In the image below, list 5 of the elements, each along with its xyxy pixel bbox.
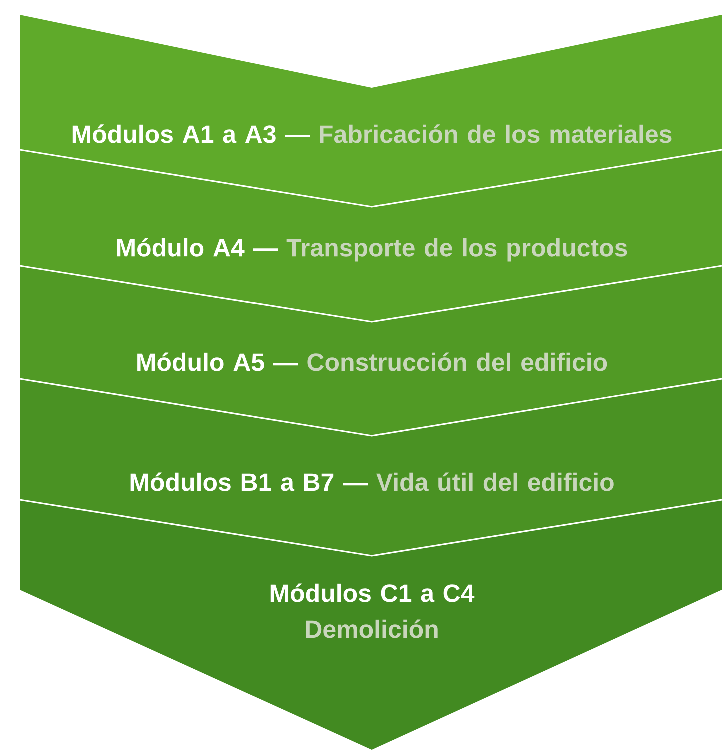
band: Módulos A1 a A3 — Fabricación de los materiales	[20, 15, 722, 207]
band: Módulos C1 a C4 Demolición	[20, 500, 722, 750]
band: Módulo A5 — Construcción del edificio	[20, 266, 722, 436]
band: Módulo A4 — Transporte de los productos	[20, 150, 722, 322]
band: Módulos B1 a B7 — Vida útil del edificio	[20, 379, 722, 556]
